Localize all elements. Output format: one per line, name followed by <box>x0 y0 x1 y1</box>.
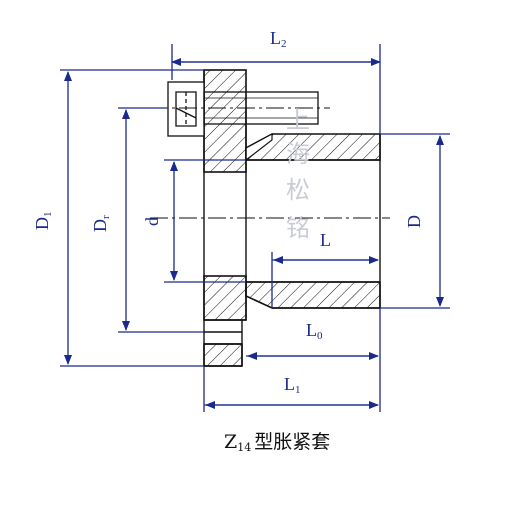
watermark-char-3: 松 <box>286 176 310 204</box>
socket-head-bolt <box>167 81 319 137</box>
center-lines <box>150 107 390 219</box>
label-l: L <box>320 230 331 250</box>
watermark-char-2: 海 <box>286 140 310 168</box>
watermark-char-4: 铭 <box>286 214 310 242</box>
flange-lower <box>203 275 247 367</box>
label-d-small: d <box>142 217 162 226</box>
label-l1: L1 <box>284 374 301 396</box>
label-l0: L0 <box>306 320 323 342</box>
outer-ring-lower <box>245 281 381 309</box>
body-outline <box>203 70 381 367</box>
label-d1: D1 <box>32 212 54 231</box>
label-d: D <box>404 215 424 228</box>
label-dr: Dr <box>90 215 112 232</box>
watermark-char-1: 上 <box>286 106 310 134</box>
label-l2: L2 <box>270 28 287 50</box>
watermark: 上 海 松 铭 <box>286 106 310 242</box>
flange-upper <box>203 69 247 173</box>
dimension-lines <box>60 44 450 412</box>
